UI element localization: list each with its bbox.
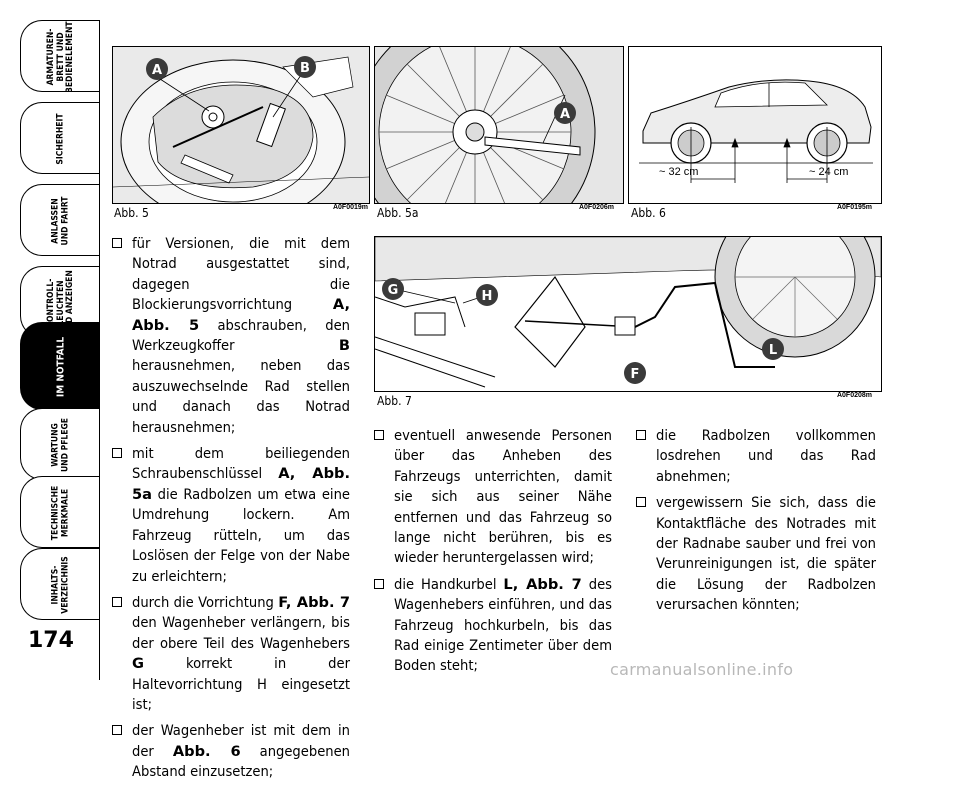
code-abb5a: A0F0206m [578,204,614,211]
marker-l: L [762,338,784,360]
figure-abb5: A B [112,46,370,204]
tab-anlassen[interactable]: ANLASSEN UND FAHRT [20,184,100,256]
marker-a: A [146,58,168,80]
wheel-wrench-illustration: A [375,47,623,203]
checkbox-bullet-icon [112,596,122,607]
chapter-tabs: ARMATUREN- BRETT UND BEDIENELEMENTE SICH… [0,0,101,692]
code-abb7: A0F0208m [836,392,872,399]
code-abb5: A0F0019m [332,204,368,211]
tab-wartung[interactable]: WARTUNG UND PFLEGE [20,408,100,480]
text-column-3: die Radbolzen vollkommen losdrehen und d… [636,426,876,622]
caption-abb5a: Abb. 5a [377,206,419,220]
bullet-item: für Versionen, die mit dem Notrad ausges… [112,234,350,438]
marker-f: F [624,362,646,384]
figure-reference: B [338,337,350,355]
svg-text:F: F [631,367,640,382]
checkbox-bullet-icon [374,430,384,440]
spare-wheel-well-illustration: A B [113,47,369,203]
watermark: carmanualsonline.info [610,660,794,679]
jack-setup-illustration: G H F L [375,237,881,391]
tab-sicherheit[interactable]: SICHERHEIT [20,102,100,174]
figure-reference: F, Abb. 7 [278,593,350,611]
tab-inhaltsverzeichnis[interactable]: INHALTS- VERZEICHNIS [20,548,100,620]
caption-abb5: Abb. 5 [114,206,149,220]
body-text: abschrauben, den Werkzeugkoffer [132,316,350,355]
dimension-rear: ~ 24 cm [809,166,848,178]
checkbox-bullet-icon [374,578,384,589]
marker-h: H [476,284,498,306]
checkbox-bullet-icon [112,725,122,736]
tab-im-notfall[interactable]: IM NOTFALL [20,322,100,410]
tab-label: SICHERHEIT [55,113,66,165]
body-text: eventuell anwesende Personen über das An… [394,427,612,567]
body-text: die Radbolzen vollkommen losdrehen und d… [656,427,876,485]
body-text: des Wagenhebers einführen, und das Fahrz… [394,575,612,675]
checkbox-bullet-icon [112,448,122,459]
text-column-1: für Versionen, die mit dem Notrad ausges… [112,234,350,789]
checkbox-bullet-icon [636,430,646,440]
bullet-item: die Radbolzen vollkommen losdrehen und d… [636,426,876,487]
tab-label: ARMATUREN- BRETT UND BEDIENELEMENTE [45,20,75,92]
bullet-item: mit dem beiliegenden Schraubenschlüssel … [112,444,350,587]
caption-abb6: Abb. 6 [631,206,666,220]
tab-label: TECHNISCHE MERKMALE [50,485,71,541]
tab-armaturenbrett[interactable]: ARMATUREN- BRETT UND BEDIENELEMENTE [20,20,100,92]
bullet-item: eventuell anwesende Personen über das An… [374,426,612,569]
tab-technische-merkmale[interactable]: TECHNISCHE MERKMALE [20,476,100,548]
svg-text:H: H [482,289,493,304]
body-text: die Radbolzen um etwa eine Umdrehung loc… [132,485,350,585]
figure-reference: Abb. 6 [172,742,241,760]
tab-label: WARTUNG UND PFLEGE [50,417,71,473]
dimension-front: ~ 32 cm [659,166,698,178]
svg-text:L: L [769,343,777,358]
tab-label: ANLASSEN UND FAHRT [50,196,71,246]
body-text: durch die Vorrichtung [132,593,279,611]
figure-abb6: ~ 32 cm ~ 24 cm [628,46,882,204]
body-text: herausnehmen, neben das auszuwechselnde … [132,357,350,436]
figure-reference: G [132,655,144,673]
svg-text:G: G [388,283,399,298]
figure-reference: A, Abb. 5a [132,465,350,503]
bullet-item: der Wagenheber ist mit dem in der Abb. 6… [112,721,350,782]
bullet-item: die Handkurbel L, Abb. 7 des Wagenhebers… [374,575,612,677]
body-text: mit dem beiliegenden Schraubenschlüssel [132,445,350,483]
figure-reference: A, Abb. 5 [132,296,350,334]
svg-text:A: A [152,63,162,78]
marker-g: G [382,278,404,300]
figure-abb7: G H F L [374,236,882,392]
figure-abb5a: A [374,46,624,204]
svg-text:B: B [300,61,310,76]
tab-label: INHALTS- VERZEICHNIS [50,556,71,614]
body-text: die Handkurbel [394,575,504,593]
tab-rail [99,20,101,680]
svg-text:A: A [560,107,570,122]
page-number: 174 [28,628,74,653]
body-text: vergewissern Sie sich, dass die Kontaktf… [656,494,876,614]
checkbox-bullet-icon [112,238,122,248]
body-text: korrekt in der Haltevorrichtung H einges… [132,655,350,713]
tab-label: IM NOTFALL [55,336,67,398]
figure-reference: L, Abb. 7 [503,575,582,593]
body-text: für Versionen, die mit dem Notrad ausges… [132,235,350,314]
text-column-2: eventuell anwesende Personen über das An… [374,426,612,683]
marker-b: B [294,56,316,78]
code-abb6: A0F0195m [836,204,872,211]
bullet-item: durch die Vorrichtung F, Abb. 7 den Wage… [112,593,350,715]
body-text: den Wagenheber verlängern, bis der obere… [132,614,350,652]
bullet-item: vergewissern Sie sich, dass die Kontaktf… [636,493,876,615]
marker-a: A [554,102,576,124]
checkbox-bullet-icon [636,497,646,508]
car-jack-points-illustration: ~ 32 cm ~ 24 cm [639,79,873,183]
caption-abb7: Abb. 7 [377,394,412,408]
